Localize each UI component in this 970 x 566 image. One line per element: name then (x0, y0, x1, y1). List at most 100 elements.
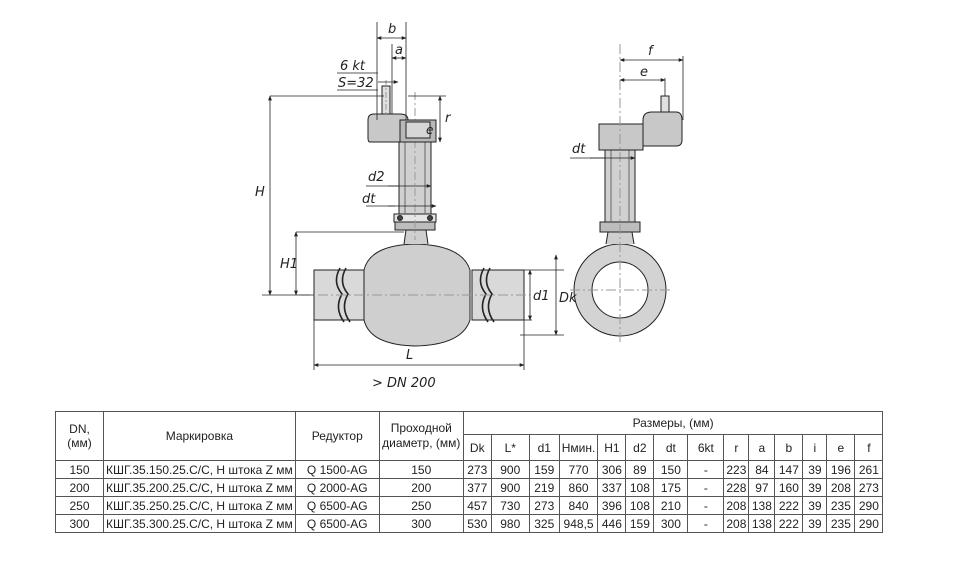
table-cell: 138 (748, 496, 776, 515)
table-cell: 150 (653, 460, 689, 479)
table-cell: 900 (490, 460, 530, 479)
table-cell: 300 (653, 514, 689, 533)
table-cell: 175 (653, 478, 689, 497)
dim-label-e-small: e (426, 123, 433, 137)
subheader-cell: L* (490, 434, 530, 461)
side-gearbox (598, 123, 644, 151)
table-cell: 530 (462, 514, 492, 533)
table-cell: Q 2000-AG (294, 478, 380, 497)
table-cell: КШГ.35.250.25.С/С, H штока Z мм (103, 496, 296, 515)
table-cell: 325 (528, 514, 560, 533)
table-cell: 150 (55, 460, 104, 479)
side-dimensions (570, 56, 684, 160)
table-cell: 210 (653, 496, 689, 515)
table-cell: КШГ.35.150.25.С/С, H штока Z мм (103, 460, 296, 479)
table-cell: КШГ.35.200.25.С/С, H штока Z мм (103, 478, 296, 497)
side-view (570, 44, 683, 345)
table-cell: 273 (854, 478, 884, 497)
table-cell: 97 (748, 478, 776, 497)
table-cell: 250 (55, 496, 104, 515)
table-cell: 223 (723, 460, 750, 479)
table-cell: - (687, 496, 725, 515)
gearbox (367, 113, 409, 143)
subheader-cell: r (723, 434, 750, 461)
dim-label-dn200: > DN 200 (372, 376, 436, 391)
table-cell: 208 (826, 478, 856, 497)
table-cell: 396 (597, 496, 627, 515)
subheader-cell: dt (653, 434, 689, 461)
table-cell: 250 (378, 496, 464, 515)
table-cell: 290 (854, 496, 884, 515)
table-cell: 228 (723, 478, 750, 497)
table-cell: Q 6500-AG (294, 514, 380, 533)
table-cell: 290 (854, 514, 884, 533)
table-cell: 446 (597, 514, 627, 533)
table-cell: 300 (55, 514, 104, 533)
header-passage: Проходной диаметр, (мм) (378, 411, 464, 461)
dim-label-d2: d2 (368, 170, 385, 185)
dim-label-L: L (406, 348, 413, 363)
subheader-cell: i (802, 434, 828, 461)
table-cell: 337 (597, 478, 627, 497)
table-cell: 108 (625, 478, 655, 497)
table-cell: 108 (625, 496, 655, 515)
subheader-cell: b (774, 434, 804, 461)
dim-label-dt-left: dt (362, 192, 376, 207)
subheader-cell: a (748, 434, 776, 461)
valve-neck (403, 229, 429, 245)
dim-label-f: f (648, 44, 655, 59)
front-dimensions (262, 22, 564, 370)
table-cell: Q 6500-AG (294, 496, 380, 515)
table-cell: 222 (774, 496, 804, 515)
table-cell: 457 (462, 496, 492, 515)
subheader-cell: d2 (625, 434, 655, 461)
table-cell: 200 (55, 478, 104, 497)
header-dimensions: Размеры, (мм) (462, 411, 884, 435)
table-cell: 261 (854, 460, 884, 479)
subheader-cell: H1 (597, 434, 627, 461)
dim-label-r: r (445, 111, 452, 126)
table-cell: 300 (378, 514, 464, 533)
table-cell: Q 1500-AG (294, 460, 380, 479)
subheader-cell: Dk (462, 434, 492, 461)
dim-label-b: b (388, 22, 396, 37)
technical-drawing: b a 6 kt S=32 r e H H1 d2 dt d1 Dk L > D… (255, 22, 684, 391)
table-cell: 900 (490, 478, 530, 497)
header-marking: Маркировка (103, 411, 296, 461)
table-cell: 39 (802, 460, 828, 479)
table-cell: 208 (723, 496, 750, 515)
table-cell: 160 (774, 478, 804, 497)
table-cell: 159 (625, 514, 655, 533)
subheader-cell: e (826, 434, 856, 461)
table-cell: 39 (802, 478, 828, 497)
dim-label-a: a (395, 43, 403, 58)
dim-label-H1: H1 (280, 257, 298, 272)
dim-label-d1: d1 (533, 289, 550, 304)
dim-label-e: e (640, 65, 648, 80)
table-cell: 730 (490, 496, 530, 515)
table-cell: 200 (378, 478, 464, 497)
subheader-cell: 6kt (687, 434, 725, 461)
table-cell: 138 (748, 514, 776, 533)
header-dn: DN, (мм) (55, 411, 104, 461)
dim-label-H: H (255, 185, 265, 200)
table-cell: 273 (462, 460, 492, 479)
front-view (300, 80, 530, 347)
dim-label-dt-right: dt (572, 142, 586, 157)
table-cell: 196 (826, 460, 856, 479)
table-cell: КШГ.35.300.25.С/С, H штока Z мм (103, 514, 296, 533)
table-cell: - (687, 478, 725, 497)
table-cell: 980 (490, 514, 530, 533)
table-cell: 147 (774, 460, 804, 479)
table-cell: - (687, 460, 725, 479)
subheader-cell: d1 (528, 434, 560, 461)
table-cell: 150 (378, 460, 464, 479)
subheader-cell: f (854, 434, 884, 461)
table-cell: 235 (826, 496, 856, 515)
table-cell: 273 (528, 496, 560, 515)
table-cell: 377 (462, 478, 492, 497)
